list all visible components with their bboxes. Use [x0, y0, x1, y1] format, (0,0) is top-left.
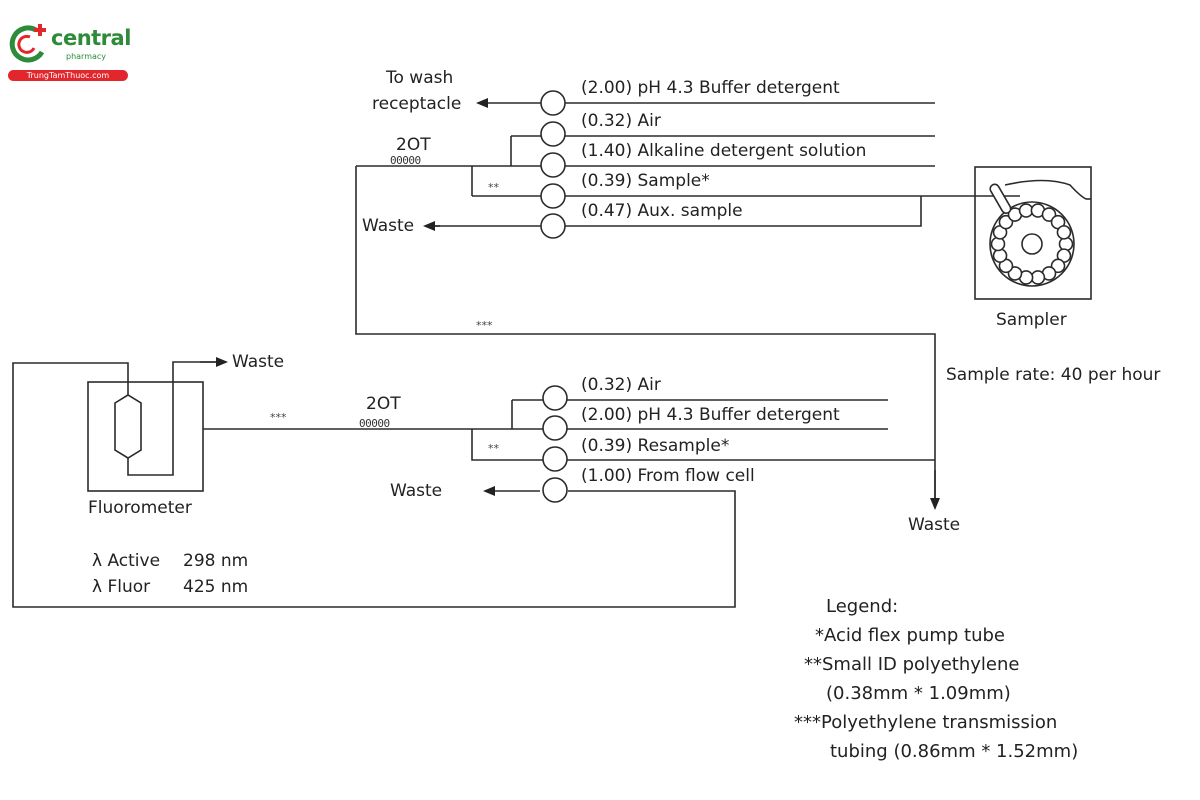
- pump-tube-icon: [540, 152, 566, 178]
- central-pharmacy-logo: central pharmacy TrungTamThuoc.com: [6, 22, 131, 82]
- pump-tube-icon: [540, 121, 566, 147]
- transmission-line-upper: [355, 166, 936, 500]
- upper-line-label: (2.00) pH 4.3 Buffer detergent: [581, 78, 840, 98]
- logo-site-link[interactable]: TrungTamThuoc.com: [8, 70, 128, 81]
- sampler-label: Sampler: [996, 310, 1067, 330]
- pump-tube-icon: [540, 213, 566, 239]
- upper-coil-label: 2OT: [396, 135, 431, 155]
- upper-line-label: (0.39) Sample*: [581, 171, 710, 191]
- to-wash-label-2: receptacle: [372, 94, 461, 114]
- lower-triple-star: ***: [270, 411, 287, 424]
- logo-mark-icon: [9, 24, 46, 63]
- upper-line-label: (1.40) Alkaline detergent solution: [581, 141, 866, 161]
- sampler-cup-icon: [1056, 225, 1072, 240]
- right-waste-label: Waste: [908, 515, 960, 535]
- sampler-cup-icon: [990, 236, 1006, 252]
- legend-item: ***Polyethylene transmission: [794, 712, 1058, 733]
- aux-sample-line: [430, 196, 922, 227]
- upper-double-star: **: [488, 181, 500, 194]
- sampler-icon: [974, 166, 1092, 300]
- upper-pump-tubes: [540, 90, 566, 239]
- fluorometer-box: [87, 381, 204, 492]
- lower-line-label: (1.00) From flow cell: [581, 466, 755, 486]
- lower-line-label: (0.32) Air: [581, 375, 661, 395]
- fluor-wavelength-value: 425 nm: [183, 577, 248, 597]
- lower-coil-label: 2OT: [366, 394, 401, 414]
- legend-item: **Small ID polyethylene: [804, 654, 1020, 675]
- legend-title: Legend:: [826, 596, 899, 617]
- pump-tube-icon: [542, 446, 568, 472]
- pump-tube-icon: [542, 477, 568, 503]
- upper-waste-label: Waste: [362, 216, 414, 236]
- upper-triple-star: ***: [476, 319, 493, 332]
- upper-coil-glyph: 00000: [390, 154, 421, 167]
- sample-rate-label: Sample rate: 40 per hour: [946, 365, 1160, 385]
- lower-pump-tubes: [542, 385, 568, 503]
- resample-line: [471, 429, 935, 461]
- lower-coil-glyph: 00000: [359, 417, 390, 430]
- pump-tube-icon: [540, 183, 566, 209]
- lower-waste-label: Waste: [390, 481, 442, 501]
- pump-tube-icon: [542, 385, 568, 411]
- legend: Legend: *Acid flex pump tube **Small ID …: [780, 592, 1140, 766]
- sampler-cup-icon: [1058, 236, 1074, 252]
- pump-tube-icon: [540, 90, 566, 116]
- logo-brand: central: [51, 26, 131, 50]
- fluor-wavelength-label: λ Fluor: [92, 577, 150, 597]
- fluorometer-label: Fluorometer: [88, 498, 192, 518]
- flow-cell-icon: [114, 394, 142, 459]
- upper-line-label: (0.47) Aux. sample: [581, 201, 743, 221]
- legend-item: (0.38mm * 1.09mm): [826, 683, 1011, 704]
- lower-line-label: (0.39) Resample*: [581, 436, 729, 456]
- flow-cell-out: [127, 361, 220, 476]
- lower-double-star: **: [488, 442, 500, 455]
- upper-line-label: (0.32) Air: [581, 111, 661, 131]
- pump-tube-icon: [542, 415, 568, 441]
- flow-cell-return: [12, 362, 736, 608]
- legend-item: tubing (0.86mm * 1.52mm): [830, 741, 1079, 762]
- lower-line-label: (2.00) pH 4.3 Buffer detergent: [581, 405, 840, 425]
- active-wavelength-label: λ Active: [92, 551, 160, 571]
- logo-sub: pharmacy: [66, 52, 107, 61]
- legend-item: *Acid flex pump tube: [815, 625, 1005, 646]
- active-wavelength-value: 298 nm: [183, 551, 248, 571]
- to-wash-label-1: To wash: [385, 68, 453, 88]
- sampler-cup-icon: [992, 248, 1008, 263]
- fluoro-waste-label: Waste: [232, 352, 284, 372]
